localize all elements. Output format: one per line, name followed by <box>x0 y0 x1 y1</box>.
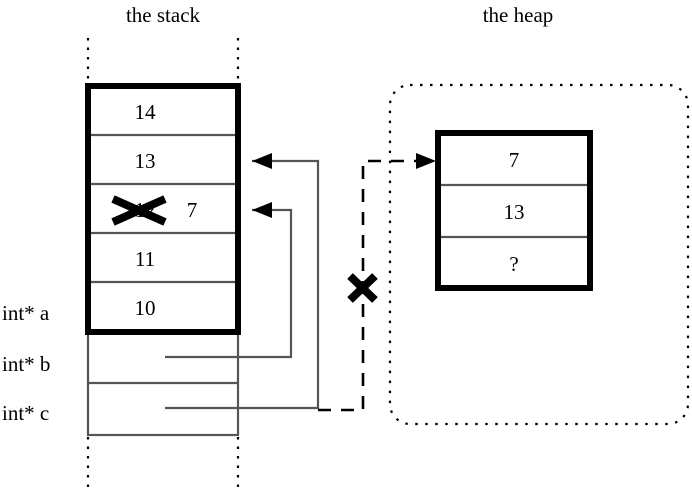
heap-cell-value-13: 13 <box>504 200 525 224</box>
stale-heap-pointer-arrowhead <box>416 153 436 169</box>
invalidate-pointer-x-icon <box>347 273 378 303</box>
stack-header-label: the stack <box>126 3 201 27</box>
stack-pointer-cells-group <box>86 330 240 437</box>
stack-frame-group <box>85 83 241 335</box>
stack-cell-value-13: 13 <box>135 149 156 173</box>
variable-label-b: int* b <box>2 352 50 376</box>
stack-cell-value-10: 10 <box>135 296 156 320</box>
stack-top-dotted-continuation <box>86 38 240 85</box>
heap-block-group <box>435 130 593 291</box>
variable-label-a: int* a <box>2 301 50 325</box>
heap-cell-value-unknown: ? <box>509 252 518 276</box>
strikeout-x-icon <box>111 195 167 226</box>
stack-frame-box <box>85 83 241 335</box>
stack-cell-replacement-value-7: 7 <box>187 198 198 222</box>
pointer-b-arrow <box>165 202 293 359</box>
stack-bottom-dotted-continuation <box>86 437 240 489</box>
variable-label-c: int* c <box>2 401 49 425</box>
stack-cell-value-11: 11 <box>135 247 155 271</box>
stale-heap-pointer-dashed <box>318 153 436 412</box>
heap-header-label: the heap <box>483 3 554 27</box>
pointer-b-arrowhead <box>252 202 272 218</box>
pointer-c-arrow <box>165 153 320 410</box>
pointer-c-arrowhead <box>252 153 272 169</box>
heap-cell-value-7: 7 <box>509 148 520 172</box>
stack-cell-value-14: 14 <box>135 100 157 124</box>
heap-block-box <box>435 130 593 291</box>
